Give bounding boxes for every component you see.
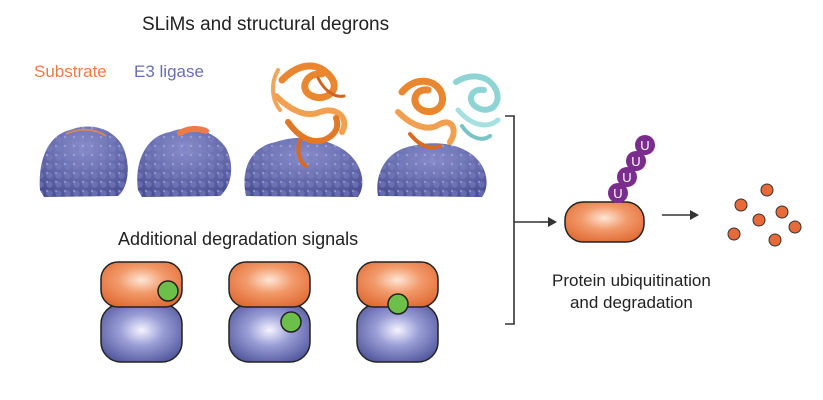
panel-title: SLiMs and structural degrons xyxy=(142,14,390,35)
e3-surface-structure-1 xyxy=(39,126,128,197)
outcome-label: Protein ubiquitination and degradation xyxy=(552,270,711,314)
degron-signal-1 xyxy=(157,280,179,302)
e3-surface-structure-4 xyxy=(377,143,487,197)
merge-bracket xyxy=(505,115,540,325)
ubiquitin-label-2: U xyxy=(631,154,640,169)
degron-signal-3 xyxy=(387,293,409,315)
legend-substrate: Substrate xyxy=(34,62,107,81)
ubiquitin-label-1: U xyxy=(640,138,649,153)
e3-surface-structure-2 xyxy=(137,125,232,197)
ubiquitin-label-3: U xyxy=(622,170,631,185)
e3-surface-structure-3 xyxy=(244,137,363,197)
degradation-arrow-icon xyxy=(662,210,699,220)
substrate-ribbon-4 xyxy=(395,77,457,150)
ubiquitin-label-4: U xyxy=(613,186,622,201)
additional-signals-title: Additional degradation signals xyxy=(118,229,359,249)
ubiquitin-chain: U U U U xyxy=(608,135,655,203)
ubiquitinated-substrate xyxy=(564,201,645,243)
signal-schematic-1 xyxy=(100,261,183,363)
peptide-fragments xyxy=(727,183,802,247)
degron-signal-2 xyxy=(280,311,302,333)
outcome-line-1: Protein ubiquitination xyxy=(552,271,711,290)
signal-schematic-3 xyxy=(356,261,439,363)
substrate-ribbon-3 xyxy=(271,62,348,168)
legend-e3-ligase: E3 ligase xyxy=(134,62,204,81)
partner-helix-ribbon xyxy=(453,73,501,141)
outcome-line-2: and degradation xyxy=(569,293,693,312)
signal-schematic-2 xyxy=(228,261,311,363)
arrow-right-icon xyxy=(540,217,557,227)
